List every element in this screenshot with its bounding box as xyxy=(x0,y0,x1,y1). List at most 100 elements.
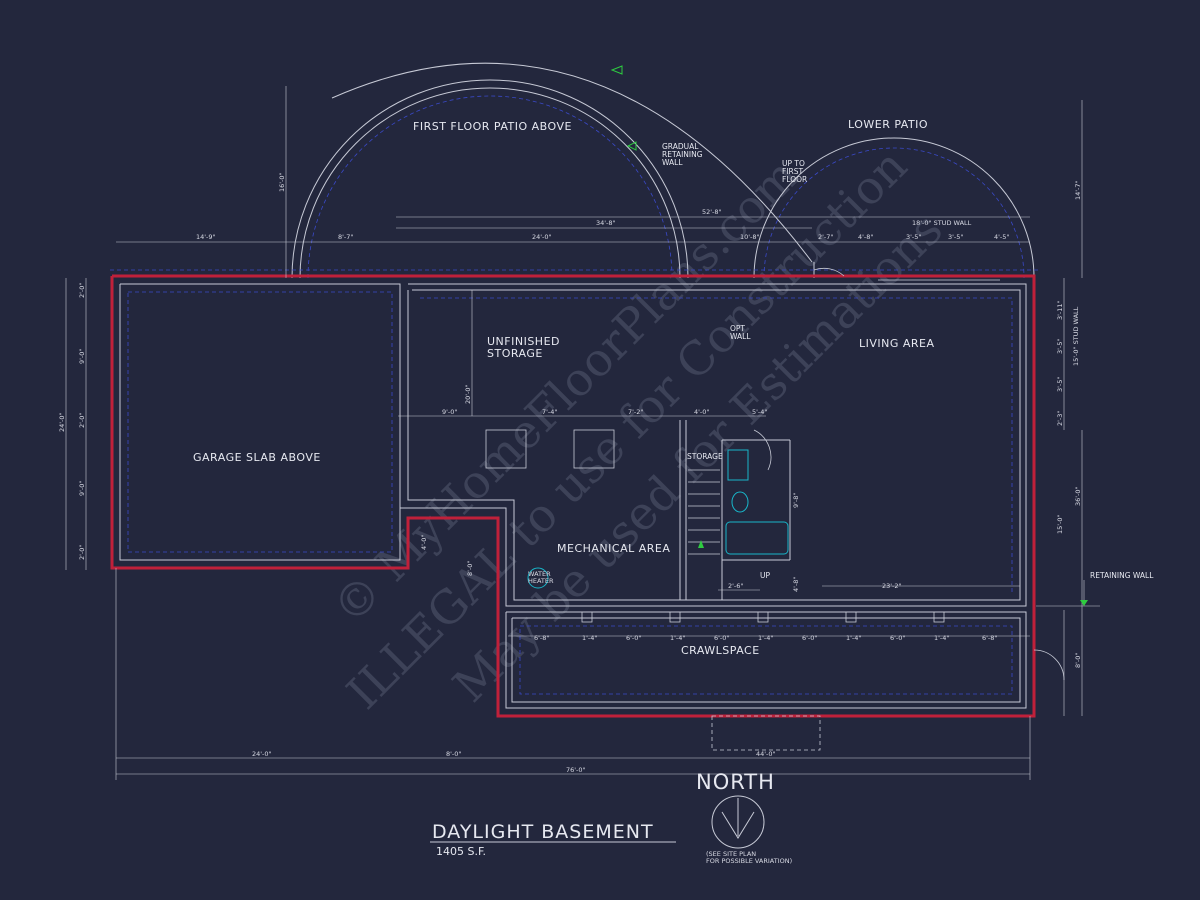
watermark-line-2: ILLEGAL to use for Construction xyxy=(336,138,917,719)
crawlspace-label: CRAWLSPACE xyxy=(681,644,760,657)
dim-right-3-5a: 3'-5" xyxy=(1056,339,1064,354)
dim-mid-20: 20'-0" xyxy=(464,384,472,404)
dim-mech-4: 4'-0" xyxy=(420,535,428,550)
dim-crawl-1-4e: 1'-4" xyxy=(934,634,949,642)
dim-bottom-76: 76'-0" xyxy=(566,766,586,774)
dim-stair-2-6: 2'-6" xyxy=(728,582,743,590)
dim-right-15: 15'-0" xyxy=(1056,514,1064,534)
up-to-first-floor-note-3: FLOOR xyxy=(782,175,807,184)
dim-left-2c: 2'-0" xyxy=(78,545,86,560)
water-heater-icon xyxy=(527,567,549,589)
dim-mid-9: 9'-0" xyxy=(442,408,457,416)
stud-wall-right-note: 15'-0" STUD WALL xyxy=(1072,306,1080,366)
dim-crawl-1-4a: 1'-4" xyxy=(582,634,597,642)
drawing-title: DAYLIGHT BASEMENT xyxy=(432,821,654,843)
unfinished-storage-label-2: STORAGE xyxy=(487,347,543,360)
dim-crawl-6-8b: 6'-8" xyxy=(982,634,997,642)
up-to-first-floor-note: UP TO xyxy=(782,159,805,168)
opt-wall-note: OPT xyxy=(730,324,745,333)
sink-icon xyxy=(727,449,749,481)
dim-bottom-8: 8'-0" xyxy=(446,750,461,758)
bathtub-icon xyxy=(725,521,789,555)
arrow-icon xyxy=(626,141,637,151)
dimension-lines xyxy=(65,86,1100,780)
north-arrow-icon xyxy=(711,795,765,849)
dim-left-2a: 2'-0" xyxy=(78,283,86,298)
dim-top-14-9: 14'-9" xyxy=(196,233,216,241)
dim-crawl-1-4d: 1'-4" xyxy=(846,634,861,642)
dim-crawl-1-4b: 1'-4" xyxy=(670,634,685,642)
first-floor-patio-outline xyxy=(291,62,815,279)
gradual-wall-note: GRADUAL xyxy=(662,142,699,151)
dim-top-24: 24'-0" xyxy=(532,233,552,241)
drawing-area: 1405 S.F. xyxy=(436,845,486,858)
water-heater-note: WATER xyxy=(528,570,551,578)
dim-left-2b: 2'-0" xyxy=(78,413,86,428)
opt-wall-note-2: WALL xyxy=(730,332,751,341)
dim-top-3-5b: 3'-5" xyxy=(948,233,963,241)
dim-top-8-7: 8'-7" xyxy=(338,233,353,241)
dim-top-4-8: 4'-8" xyxy=(858,233,873,241)
up-to-first-floor-note-2: FIRST xyxy=(782,167,803,176)
dim-mid-7-2: 7'-2" xyxy=(628,408,643,416)
dim-left-9b: 9'-0" xyxy=(78,481,86,496)
dim-patio-16: 16'-0" xyxy=(278,172,286,192)
dim-top-10-8: 10'-8" xyxy=(740,233,760,241)
gradual-wall-note-2: RETAINING xyxy=(662,150,703,159)
dim-top-52: 52'-8" xyxy=(702,208,722,216)
toilet-icon xyxy=(731,491,749,513)
lower-patio-label: LOWER PATIO xyxy=(848,118,928,131)
foundation-outline xyxy=(110,274,1036,718)
dim-living-23-2: 23'-2" xyxy=(882,582,902,590)
dim-bottom-44: 44'-0" xyxy=(756,750,776,758)
living-area-label: LIVING AREA xyxy=(859,337,935,350)
garage-label: GARAGE SLAB ABOVE xyxy=(193,451,321,464)
dim-top-34: 34'-8" xyxy=(596,219,616,227)
mechanical-area-label: MECHANICAL AREA xyxy=(557,542,670,555)
unfinished-storage-label: UNFINISHED xyxy=(487,335,560,348)
dim-mid-4-0: 4'-0" xyxy=(694,408,709,416)
stair-up-note: UP xyxy=(760,571,770,580)
dim-right-14-7: 14'-7" xyxy=(1074,180,1082,200)
dim-right-3-11: 3'-11" xyxy=(1056,300,1064,320)
arrow-icon xyxy=(1080,600,1088,606)
dim-top-4-5: 4'-5" xyxy=(994,233,1009,241)
water-heater-note-2: HEATER xyxy=(528,577,554,585)
dim-crawl-6d: 6'-0" xyxy=(890,634,905,642)
dim-top-3-5a: 3'-5" xyxy=(906,233,921,241)
bath-fixtures xyxy=(527,449,789,589)
dim-crawl-6c: 6'-0" xyxy=(802,634,817,642)
storage-label: STORAGE xyxy=(687,452,723,461)
gradual-wall-note-3: WALL xyxy=(662,158,683,167)
dim-stair-4-8: 4'-8" xyxy=(792,577,800,592)
north-note-2: FOR POSSIBLE VARIATION) xyxy=(706,857,792,865)
dim-crawl-1-4c: 1'-4" xyxy=(758,634,773,642)
north-label: NORTH xyxy=(696,770,775,794)
retaining-wall-note: RETAINING WALL xyxy=(1090,571,1154,580)
first-floor-patio-label: FIRST FLOOR PATIO ABOVE xyxy=(413,120,572,133)
dim-right-8: 8'-0" xyxy=(1074,653,1082,668)
lower-patio-outline xyxy=(753,137,1035,279)
dim-left-9a: 9'-0" xyxy=(78,349,86,364)
dim-mech-8: 8'-0" xyxy=(466,561,474,576)
openings xyxy=(485,267,1065,751)
dim-bottom-24: 24'-0" xyxy=(252,750,272,758)
arrow-icon xyxy=(610,65,623,75)
north-note: (SEE SITE PLAN xyxy=(706,850,756,858)
arrow-icon xyxy=(698,540,704,548)
dim-crawl-6-8a: 6'-8" xyxy=(534,634,549,642)
hidden-lines xyxy=(110,269,1040,695)
dim-right-36: 36'-0" xyxy=(1074,486,1082,506)
lower-patio-hidden xyxy=(763,147,1025,279)
watermark: © MyHomeFloorPlans.com ILLEGAL to use fo… xyxy=(322,138,953,719)
dim-mid-7-4: 7'-4" xyxy=(542,408,557,416)
dim-crawl-6b: 6'-0" xyxy=(714,634,729,642)
dim-crawl-6a: 6'-0" xyxy=(626,634,641,642)
dim-right-2-3: 2'-3" xyxy=(1056,411,1064,426)
stud-wall-top-note: 18'-0" STUD WALL xyxy=(912,219,972,227)
stair xyxy=(688,469,720,555)
first-floor-patio-hidden xyxy=(307,95,673,279)
dim-left-24: 24'-0" xyxy=(58,412,66,432)
dim-top-2-7: 2'-7" xyxy=(818,233,833,241)
